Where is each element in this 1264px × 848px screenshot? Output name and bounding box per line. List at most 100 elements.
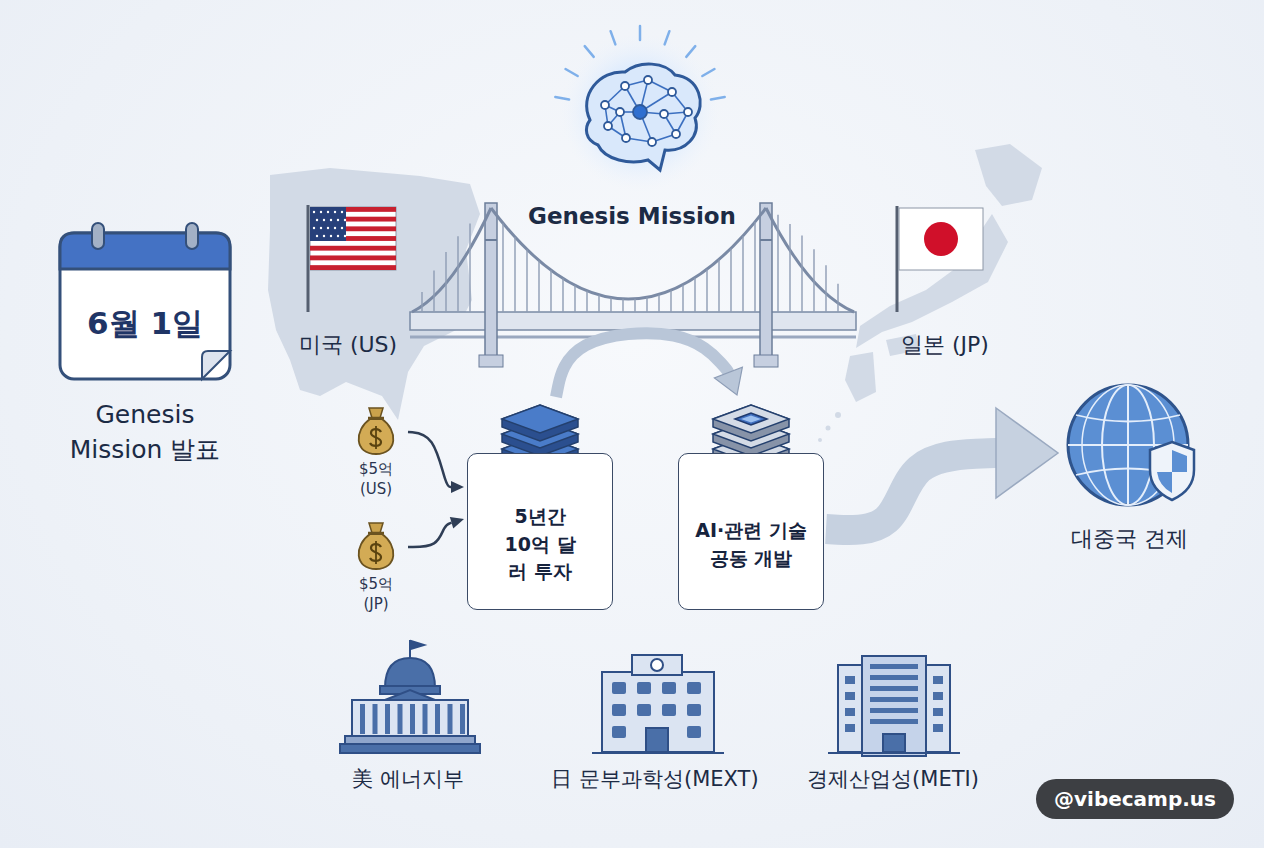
ministry-building-part bbox=[632, 655, 682, 675]
bridge-part-part bbox=[825, 265, 826, 312]
money-bag-outline-part bbox=[359, 534, 394, 569]
bridge-part-part bbox=[694, 278, 695, 312]
us-flag-part bbox=[310, 207, 396, 270]
us-flag-part-part bbox=[313, 211, 315, 213]
capitol-building-part bbox=[360, 704, 465, 734]
ministry-building-part bbox=[592, 752, 724, 754]
bridge-part-part bbox=[502, 223, 503, 312]
bridge-part-part bbox=[445, 252, 446, 312]
ministry-building-part bbox=[845, 664, 943, 732]
us-flag-part-part bbox=[316, 235, 318, 237]
brain-icon-part-part bbox=[621, 82, 629, 90]
watermark: @vibecamp.us bbox=[1036, 779, 1234, 819]
money-bag-outline bbox=[350, 402, 402, 458]
brain-icon-part-part bbox=[622, 134, 630, 142]
node-text: 5년간 10억 달러 투자 bbox=[498, 503, 582, 586]
us-flag-part-part bbox=[323, 235, 325, 237]
bridge-part bbox=[754, 355, 778, 367]
bridge-part-part bbox=[706, 269, 707, 312]
money-bag: $5억 (JP) bbox=[350, 517, 402, 614]
bridge-part bbox=[410, 312, 856, 330]
brain-icon-part-part bbox=[611, 31, 616, 44]
bridge-part bbox=[766, 208, 854, 312]
process-box-outline-part bbox=[502, 405, 578, 441]
calendar-icon-outline bbox=[58, 225, 232, 381]
bridge-part-part bbox=[598, 295, 599, 312]
ministry-building-part bbox=[883, 734, 905, 752]
brain-icon-part-part bbox=[668, 88, 676, 96]
capitol-building-part bbox=[411, 641, 424, 649]
bridge-part-part bbox=[777, 215, 778, 312]
capitol-building-part bbox=[385, 690, 435, 700]
capitol-building-part-part bbox=[423, 704, 428, 734]
node-text: 대중국 견제 bbox=[1071, 524, 1188, 554]
ministry-building-part bbox=[651, 659, 663, 671]
ministry-building-part bbox=[838, 665, 950, 752]
money-bag-outline-part bbox=[375, 541, 377, 564]
japan-map-part bbox=[818, 438, 822, 442]
box-outline: 5년간 10억 달러 투자 bbox=[467, 453, 613, 610]
ministry-building-part-part bbox=[845, 724, 855, 732]
brain-icon-part-part bbox=[648, 138, 656, 146]
box-outline: AI·관련 기술 공동 개발 bbox=[678, 453, 824, 610]
brain-icon-part-part bbox=[711, 97, 725, 99]
ministry-building-part-part bbox=[687, 726, 701, 738]
process-box: 5년간 10억 달러 투자 bbox=[467, 395, 613, 610]
bridge-part bbox=[485, 203, 497, 365]
ministry-building-part-part bbox=[870, 675, 918, 680]
money-bag-outline-part bbox=[369, 523, 383, 533]
agency-label: 美 에너지부 bbox=[352, 765, 464, 793]
ministry-building-part-part bbox=[870, 664, 918, 669]
ministry-building-part-part bbox=[870, 708, 918, 713]
bridge-part bbox=[760, 239, 772, 241]
process-box-outline-part bbox=[741, 416, 761, 423]
brain-icon-part-part bbox=[660, 110, 668, 118]
ministry-building-part-part bbox=[870, 686, 918, 691]
bridge-part-part bbox=[658, 295, 659, 312]
bridge-part-part bbox=[586, 291, 587, 312]
bridge-part-part bbox=[562, 278, 563, 312]
brain-icon-part-part bbox=[644, 76, 652, 84]
country-label: 일본 (JP) bbox=[901, 330, 989, 360]
bridge-part-part bbox=[550, 270, 551, 312]
money-bag-outline bbox=[350, 517, 402, 573]
ministry-building-part bbox=[862, 656, 926, 756]
bridge-part-part bbox=[622, 299, 623, 312]
node-text: AI·관련 기술 공동 개발 bbox=[690, 517, 812, 572]
capitol-building-part bbox=[352, 700, 468, 736]
ministry-building-part-part bbox=[933, 724, 943, 732]
bridge-part-part bbox=[813, 249, 814, 312]
japan-flag-part bbox=[924, 222, 958, 256]
capitol-building-part-part bbox=[410, 704, 415, 734]
ministry-building-part-part bbox=[612, 726, 626, 738]
us-flag-part-part bbox=[337, 235, 339, 237]
brain-icon-part-part bbox=[665, 31, 670, 44]
bridge-part-part bbox=[421, 292, 422, 312]
brain-icon-part-part bbox=[702, 69, 714, 76]
bridge-part-part bbox=[682, 285, 683, 312]
us-flag-part bbox=[313, 211, 346, 237]
bridge-part bbox=[479, 355, 503, 367]
bridge-part bbox=[485, 239, 497, 241]
brain-icon-part-part bbox=[604, 122, 612, 130]
brain-icon-part-part bbox=[633, 105, 647, 119]
connector-arrow bbox=[408, 523, 452, 547]
ministry-building-part bbox=[828, 752, 960, 754]
bridge-part bbox=[412, 208, 491, 312]
brain-icon-part bbox=[586, 64, 700, 170]
brain-icon-part-part bbox=[616, 108, 624, 116]
globe-icon: 대중국 견제 bbox=[1062, 380, 1197, 510]
connector-arrow bbox=[826, 453, 996, 530]
bridge-part-part bbox=[801, 235, 802, 312]
capitol-building-part-part bbox=[385, 704, 390, 734]
brain-icon-part bbox=[601, 76, 692, 146]
agency-label: 경제산업성(METI) bbox=[807, 765, 979, 793]
ministry-building-part-part bbox=[933, 708, 943, 716]
bridge-part-part bbox=[514, 237, 515, 312]
capitol-building-part-part bbox=[398, 704, 403, 734]
money-bag-outline-part bbox=[368, 417, 384, 420]
agency-label: 日 문부과학성(MEXT) bbox=[551, 765, 758, 793]
ministry-building-part-part bbox=[687, 682, 701, 694]
ministry-building-part-part bbox=[637, 682, 651, 694]
